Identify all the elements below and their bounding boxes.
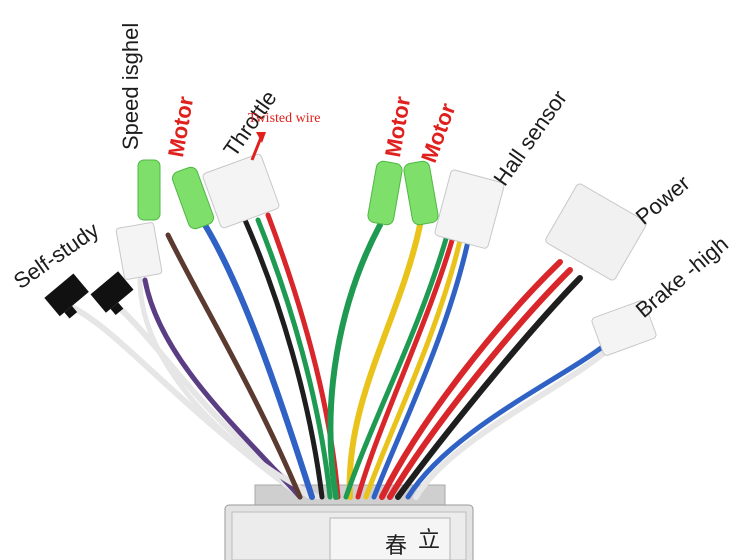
connector-motor-1 (137, 159, 161, 221)
housing-char-2: 春 (385, 534, 407, 559)
controller-housing: 立 春 (224, 484, 474, 560)
twisted-wire-arrow (250, 132, 266, 161)
connector-motor-4 (403, 160, 439, 226)
connector-power (545, 183, 647, 281)
connector-speed (115, 222, 163, 280)
connector-hall-sensor (434, 169, 505, 249)
label-twisted-wire: Twisted wire (248, 111, 321, 126)
connector-motor-2 (171, 166, 215, 230)
housing-char-1: 立 (418, 528, 440, 553)
connector-self-study (44, 271, 134, 319)
connector-throttle (202, 153, 280, 229)
wire-bundle (65, 212, 608, 500)
connector-brake (591, 300, 657, 356)
label-speed: Speed isghel (118, 22, 143, 150)
connector-motor-3 (367, 160, 403, 226)
